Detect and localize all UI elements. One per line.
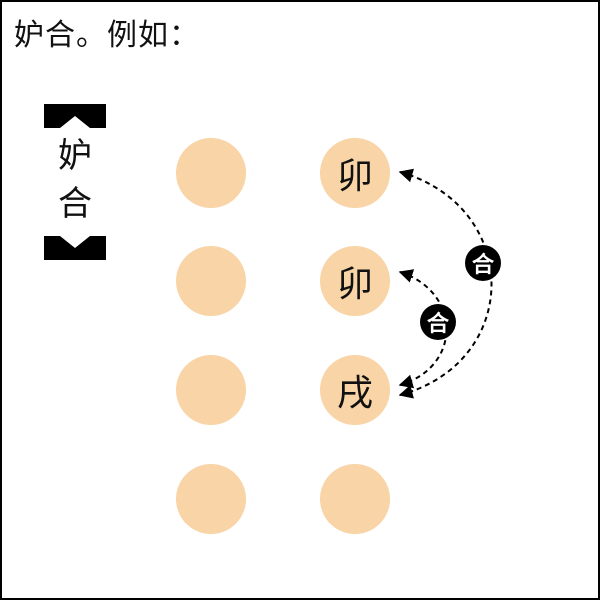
badge-char-2: 合 [58, 184, 92, 224]
badge-bottom-ornament [44, 236, 106, 254]
left-circle-3 [176, 355, 246, 425]
right-circle-mao-2: 卯 [320, 246, 390, 316]
badge-char-1: 妒 [58, 136, 92, 176]
right-circle-mao-1: 卯 [320, 138, 390, 208]
page-title: 妒合。例如： [14, 18, 200, 53]
left-circle-1 [176, 138, 246, 208]
left-circle-4 [176, 464, 246, 534]
badge-bottom-bar [44, 254, 106, 260]
badge-bracket-svg [44, 104, 106, 260]
badge-top-bar [44, 104, 106, 110]
left-circle-2 [176, 246, 246, 316]
inner-he-arc [398, 269, 448, 389]
outer-he-arc [398, 168, 493, 399]
right-circle-4 [320, 464, 390, 534]
inner-he-badge: 合 [420, 304, 456, 340]
badge-top-ornament [44, 110, 106, 128]
dugai-badge: 妒 合 [42, 102, 108, 262]
right-circle-xu: 戌 [320, 355, 390, 425]
outer-he-badge: 合 [465, 245, 501, 281]
